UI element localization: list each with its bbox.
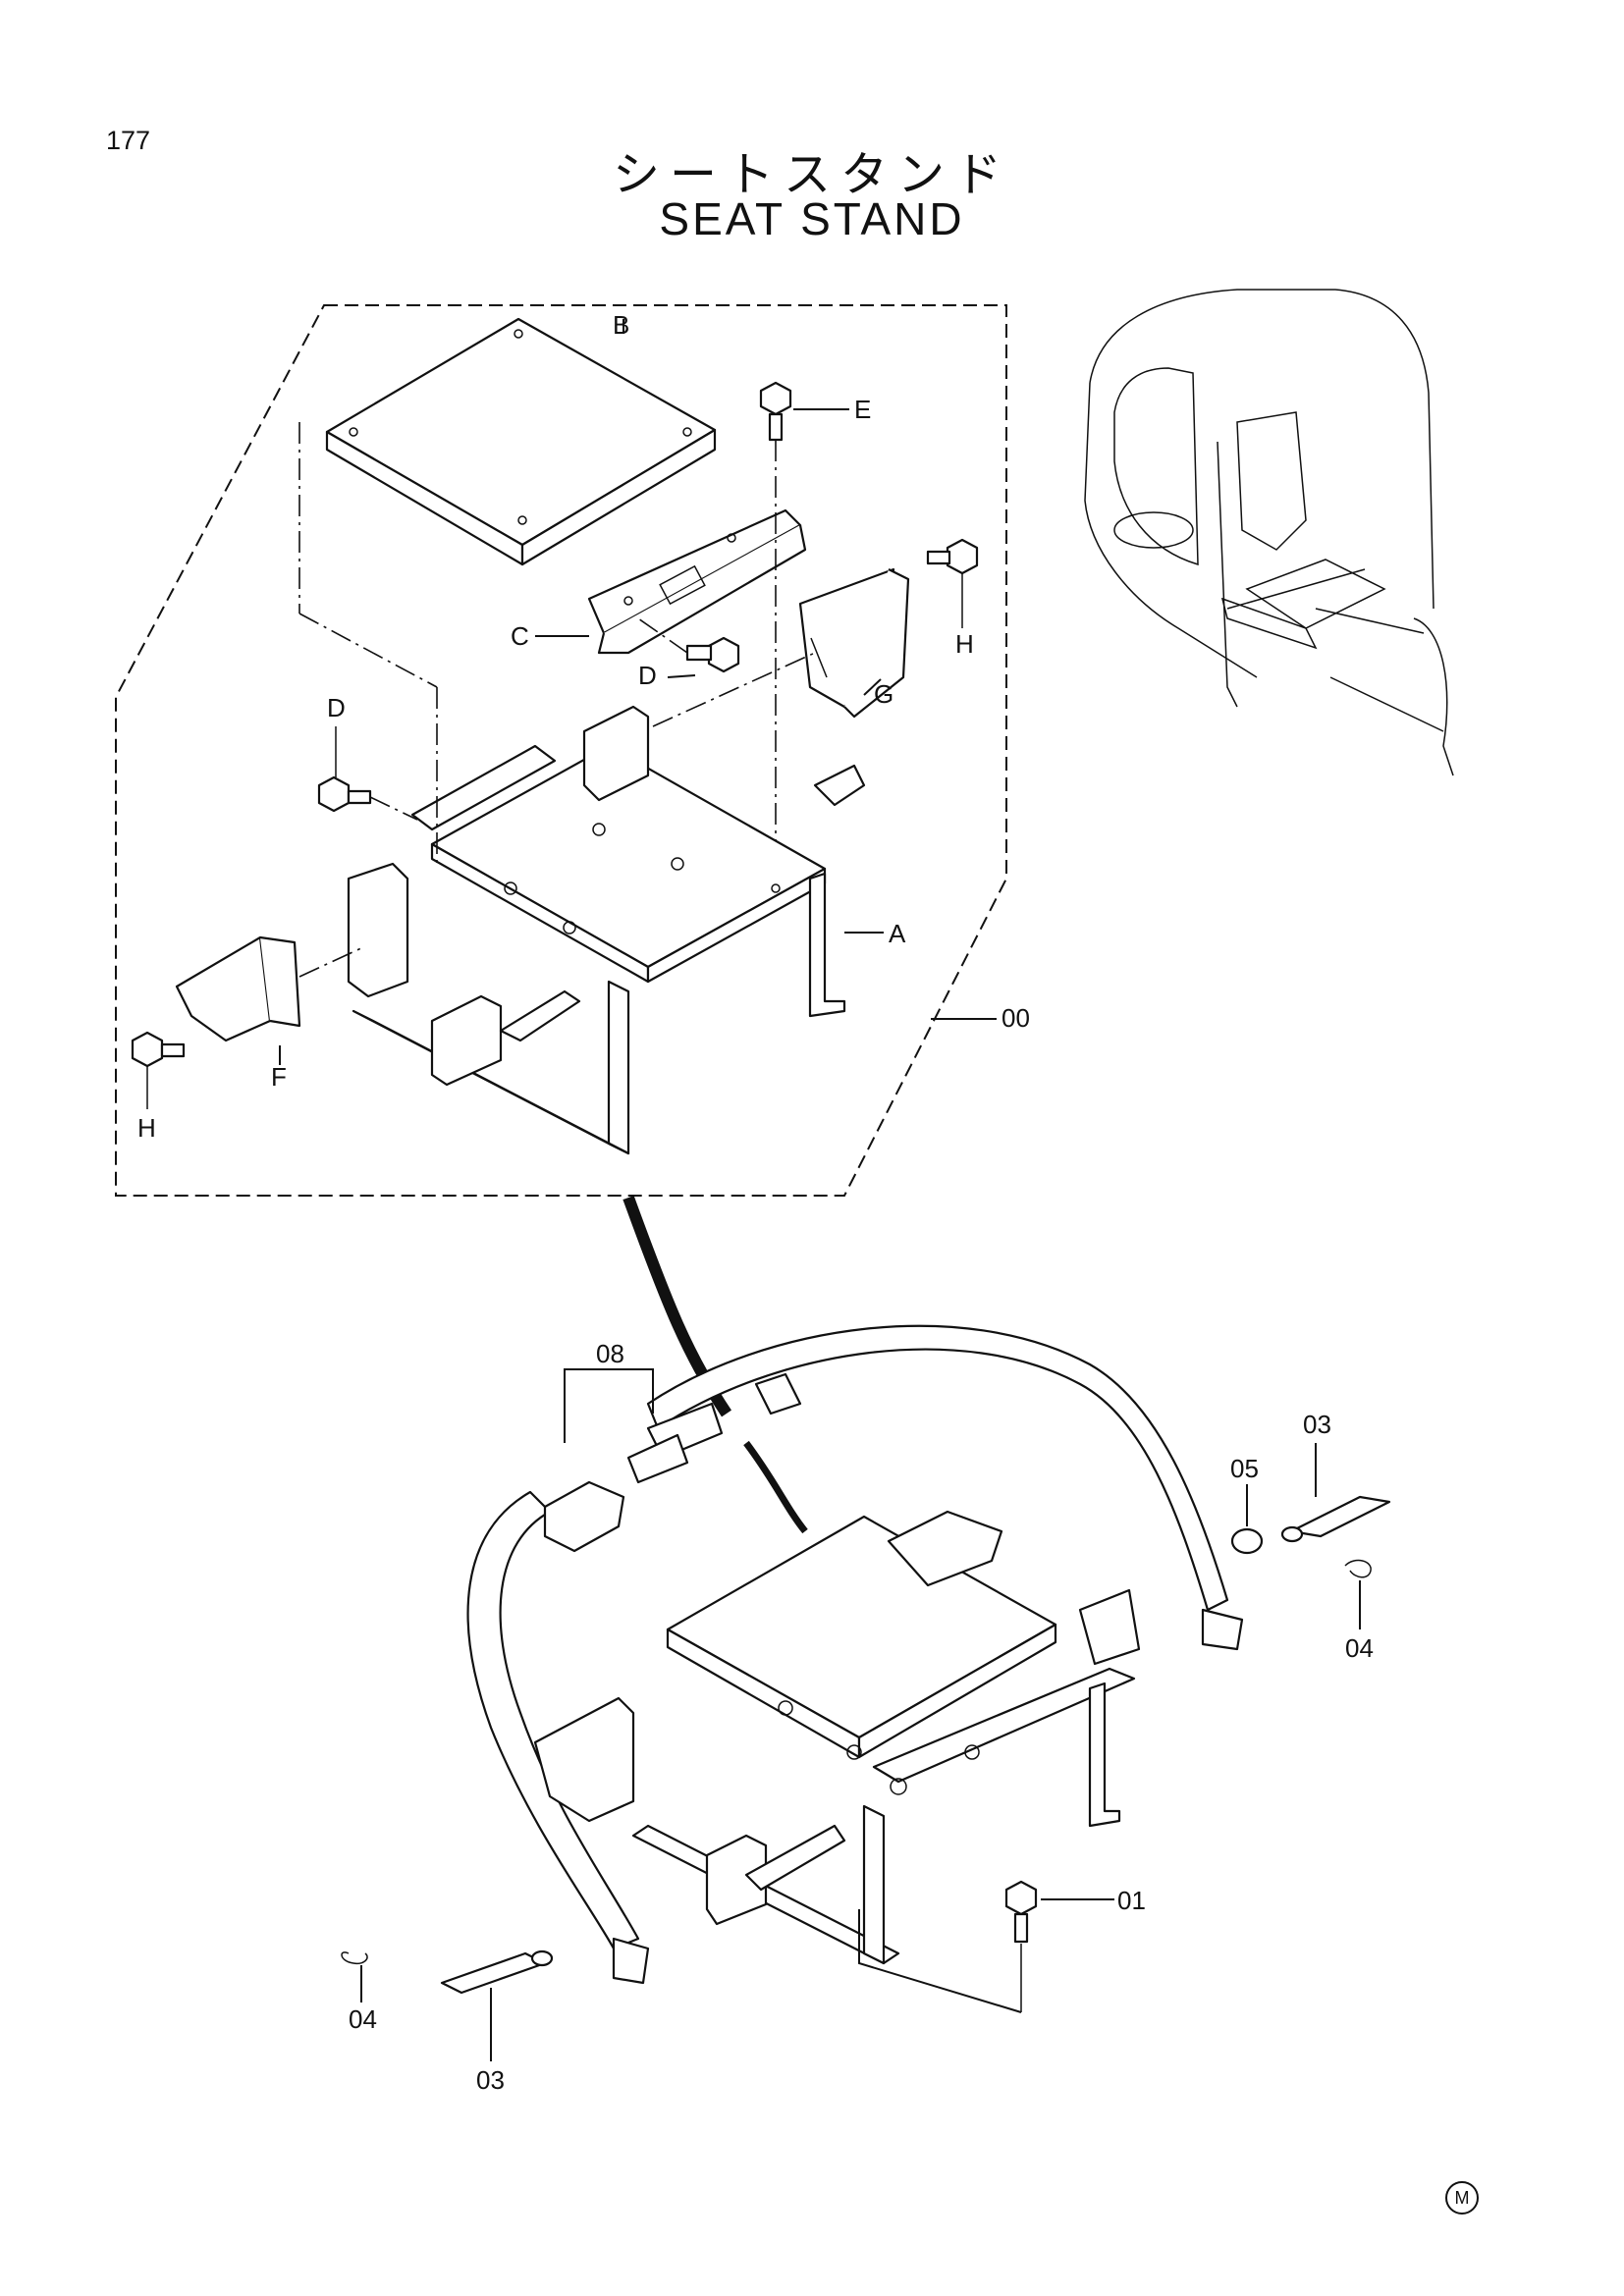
pin-03-left [440, 1949, 554, 1995]
bolt-h-upper [926, 538, 979, 628]
label-01: 01 [1117, 1886, 1146, 1915]
cab-inset [1084, 289, 1454, 776]
bolt-d-lower [317, 726, 418, 821]
label-a: A [889, 919, 906, 948]
label-04-left: 04 [349, 2004, 377, 2034]
bolt-d-upper [637, 617, 740, 673]
page-number: 177 [106, 126, 151, 155]
title-english: SEAT STAND [659, 193, 965, 244]
label-d-upper: D [638, 661, 657, 690]
bolt-01 [1004, 1880, 1038, 2012]
clip-04-right [1344, 1559, 1372, 1578]
plate-b [325, 317, 717, 566]
label-b: B [613, 310, 629, 340]
label-h-lower: H [137, 1113, 156, 1143]
bolt-h-lower [131, 1031, 186, 1109]
label-05: 05 [1230, 1454, 1259, 1483]
bracket-g [798, 567, 910, 719]
label-h-upper: H [955, 629, 974, 659]
bracket-c [587, 508, 807, 655]
label-08: 08 [596, 1339, 624, 1368]
label-g: G [874, 679, 893, 709]
pin-03-right [1280, 1495, 1391, 1543]
base-frame-a [347, 705, 866, 1155]
title-japanese: シートスタンド [612, 147, 1011, 202]
assembly-boundary [115, 304, 1007, 1197]
label-e: E [854, 395, 871, 424]
label-04-right: 04 [1345, 1633, 1374, 1663]
label-03-right: 03 [1303, 1410, 1331, 1439]
bolt-e [759, 381, 792, 888]
corner-circle-mark: M [1445, 2181, 1479, 2215]
label-d-lower: D [327, 693, 346, 722]
label-00: 00 [1001, 1003, 1030, 1033]
clip-04-left [341, 1951, 368, 1965]
seat-belt-08 [466, 1324, 1229, 1950]
bracket-f [175, 935, 364, 1042]
washer-05 [1230, 1527, 1264, 1555]
label-c: C [511, 621, 529, 651]
label-f: F [271, 1062, 287, 1092]
label-03-left: 03 [476, 2065, 505, 2095]
lower-base-assembly [533, 1510, 1244, 1985]
